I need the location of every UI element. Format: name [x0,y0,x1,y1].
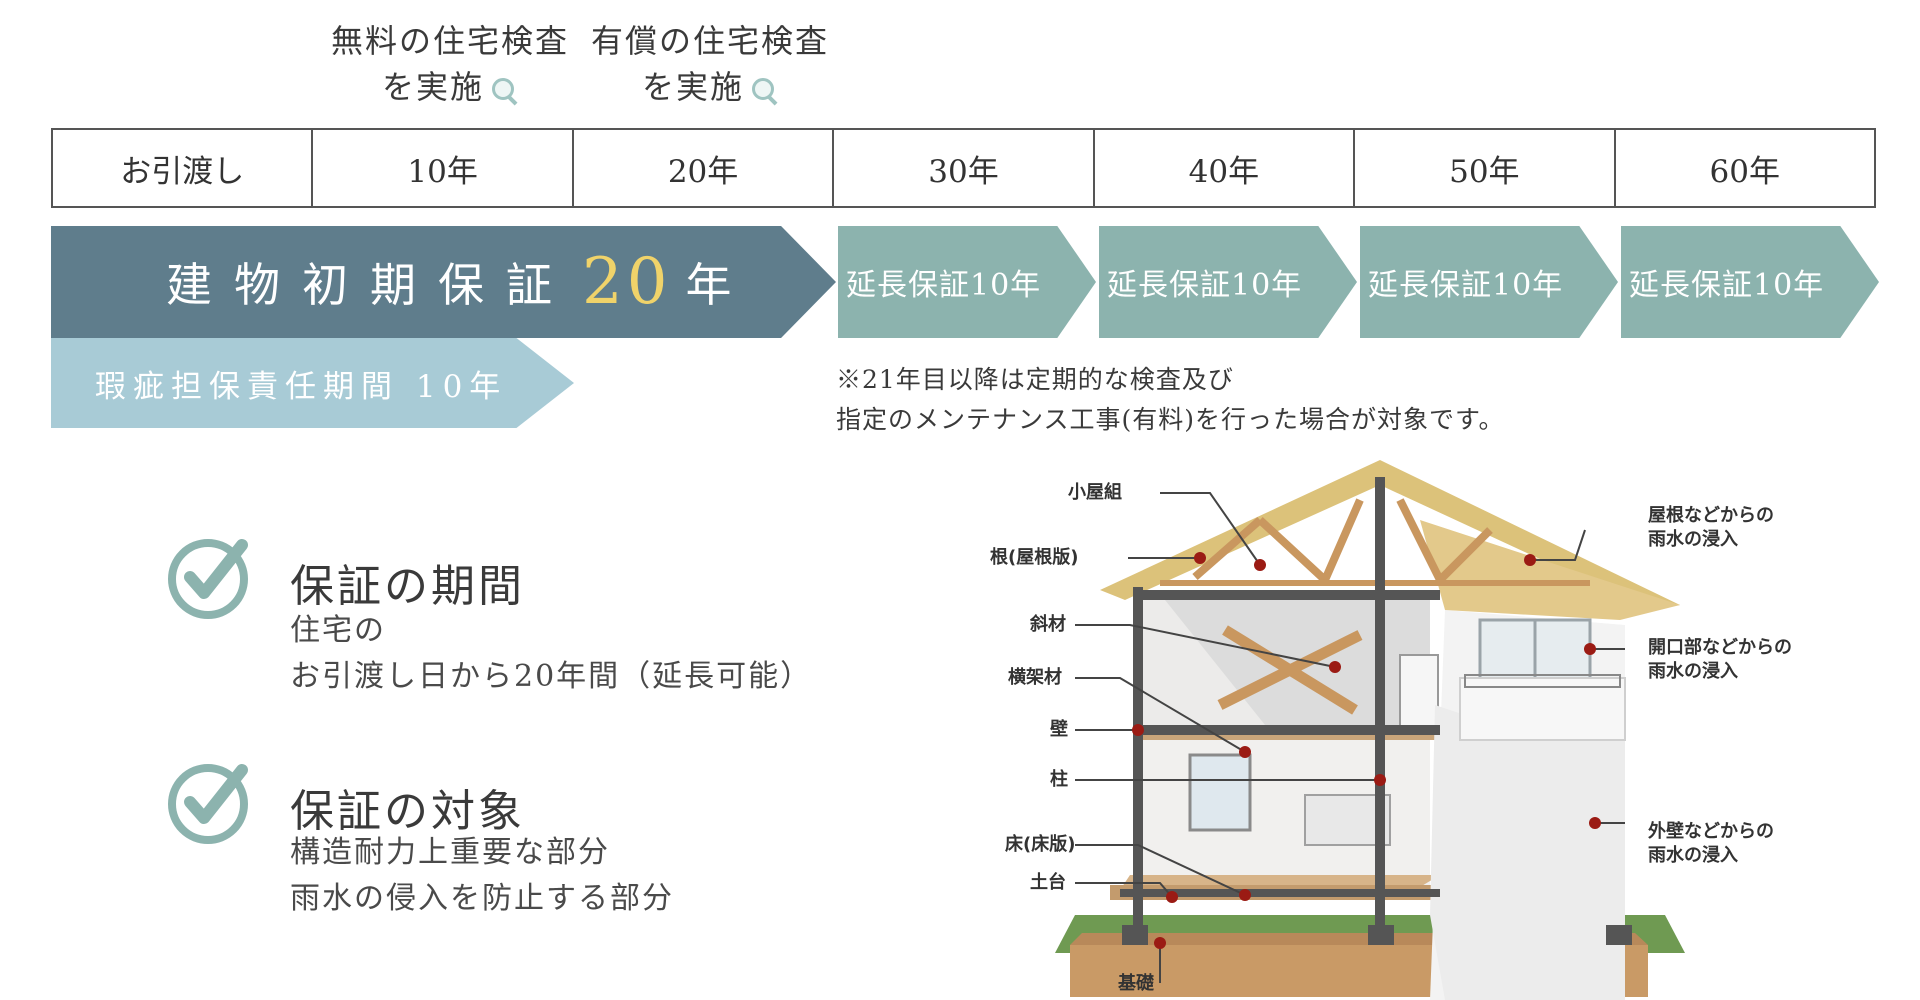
extension-arrow-2: 延長保証10年 [1099,226,1357,338]
scope-line2: 雨水の侵入を防止する部分 [290,881,674,916]
extension-note-line1: ※21年目以降は定期的な検査及び [836,365,1234,394]
free-inspection-note: 無料の住宅検査 を実施 [320,18,580,110]
scope-title: 保証の対象 [290,786,525,837]
label-exterior-water-line1: 外壁などからの [1648,821,1774,842]
label-roof-water: 屋根などからの 雨水の浸入 [1648,504,1774,552]
extension-note-line2: 指定のメンテナンス工事(有料)を行った場合が対象です。 [836,405,1505,434]
extension-note: ※21年目以降は定期的な検査及び 指定のメンテナンス工事(有料)を行った場合が対… [836,360,1505,440]
initial-guarantee-years: 20 [582,245,672,319]
label-wall: 壁 [1050,719,1068,740]
timeline-30y: 30年 [834,130,1095,206]
paid-inspection-line1: 有償の住宅検査 [590,22,829,60]
free-inspection-line1: 無料の住宅検査 [330,22,569,60]
label-floor: 床(床版) [1005,834,1076,855]
label-exterior-water: 外壁などからの 雨水の浸入 [1648,820,1774,868]
label-roof-water-line1: 屋根などからの [1648,505,1774,526]
interior-door [1399,654,1439,728]
label-column: 柱 [1050,769,1068,790]
defect-liability-arrow: 瑕疵担保責任期間 10年 [51,338,574,428]
extension-arrow-3: 延長保証10年 [1360,226,1618,338]
scope-line1: 構造耐力上重要な部分 [290,835,610,870]
timeline-60y: 60年 [1709,153,1780,190]
timeline-10y: 10年 [313,130,574,206]
label-opening-water: 開口部などからの 雨水の浸入 [1648,636,1792,684]
paid-inspection-line2: を実施 [641,68,744,106]
timeline-50y: 50年 [1355,130,1616,206]
label-opening-water-line1: 開口部などからの [1648,637,1792,658]
defect-liability-label: 瑕疵担保責任期間 10年 [95,368,508,405]
label-sill: 土台 [1030,872,1066,893]
label-roof-water-line2: 雨水の浸入 [1648,529,1738,550]
period-line1: 住宅の [290,613,386,648]
timeline-header: お引渡し 10年 20年 30年 40年 50年 60年 [51,128,1876,208]
label-opening-water-line2: 雨水の浸入 [1648,661,1738,682]
extension-arrow-1: 延長保証10年 [838,226,1096,338]
period-line2: お引渡し日から20年間（延長可能） [290,659,813,694]
period-title: 保証の期間 [290,561,525,612]
extension-label: 延長保証10年 [1368,268,1564,303]
scope-body: 構造耐力上重要な部分 雨水の侵入を防止する部分 [290,830,674,922]
timeline-handover: お引渡し [53,130,314,206]
extension-label: 延長保証10年 [846,268,1042,303]
label-koyagumi: 小屋組 [1068,482,1122,503]
extension-label: 延長保証10年 [1107,268,1303,303]
balcony [1459,677,1626,741]
timeline-20y: 20年 [574,130,835,206]
free-inspection-line2: を実施 [381,68,484,106]
check-icon [168,764,248,844]
label-diagonal: 斜材 [1030,614,1066,635]
timeline-40y: 40年 [1095,130,1356,206]
label-beam: 横架材 [1008,667,1062,688]
check-icon [168,539,248,619]
period-body: 住宅の お引渡し日から20年間（延長可能） [290,608,812,700]
initial-guarantee-arrow: 建物初期保証 20 年 [51,226,836,338]
label-roof-board: 根(屋根版) [990,547,1079,568]
magnifier-icon [750,76,778,104]
magnifier-icon [490,76,518,104]
initial-guarantee-unit: 年 [685,258,732,312]
house-illustration [1055,460,1685,1000]
extension-label: 延長保証10年 [1629,268,1825,303]
label-foundation: 基礎 [1118,973,1154,994]
paid-inspection-note: 有償の住宅検査 を実施 [580,18,840,110]
initial-guarantee-label: 建物初期保証 [166,258,574,312]
label-exterior-water-line2: 雨水の浸入 [1648,845,1738,866]
extension-arrow-4: 延長保証10年 [1621,226,1879,338]
interior-window [1188,753,1252,832]
